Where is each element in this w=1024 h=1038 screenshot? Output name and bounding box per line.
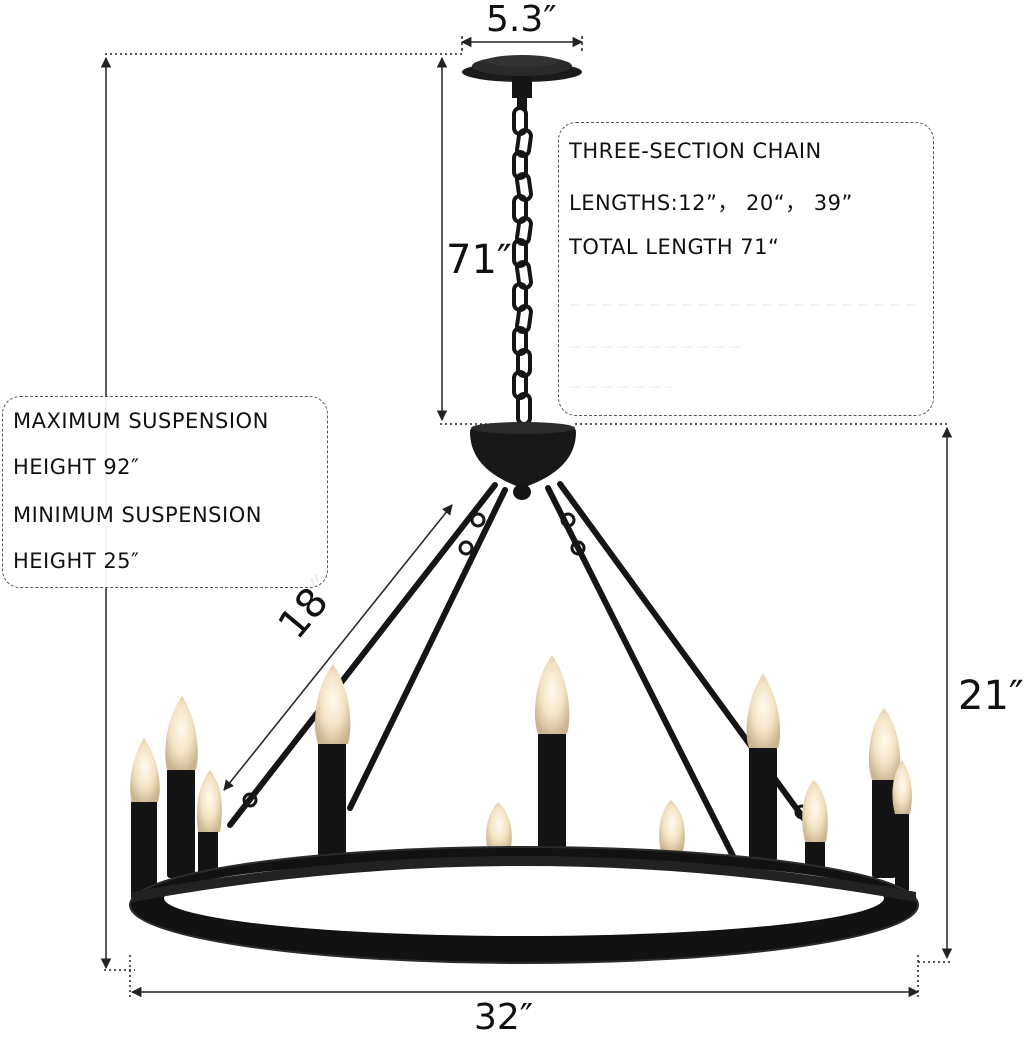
ring-diameter-label: 32″ xyxy=(474,997,534,1038)
suspension-info-line-4: HEIGHT 25″ xyxy=(13,549,140,573)
ceiling-canopy xyxy=(462,55,582,110)
candle-bulbs xyxy=(130,655,912,852)
chain-length-label: 71″ xyxy=(446,237,512,283)
fixture-height-label: 21″ xyxy=(958,673,1024,719)
suspension-info-line-3: MINIMUM SUSPENSION xyxy=(13,503,262,527)
chain-info-line-1: THREE-SECTION CHAIN xyxy=(569,139,822,163)
chain-info-box: THREE-SECTION CHAIN LENGTHS:12”， 20“， 39… xyxy=(558,122,934,416)
wagon-wheel-ring xyxy=(129,846,919,964)
canopy-width-label: 5.3″ xyxy=(486,0,557,40)
center-hub xyxy=(470,422,576,500)
chain-info-line-3: TOTAL LENGTH 71“ xyxy=(569,235,780,259)
hanging-chain xyxy=(512,106,533,426)
suspension-info-box: MAXIMUM SUSPENSION HEIGHT 92″ MINIMUM SU… xyxy=(2,396,328,588)
suspension-info-line-2: HEIGHT 92″ xyxy=(13,455,140,479)
suspension-info-line-1: MAXIMUM SUSPENSION xyxy=(13,409,269,433)
chain-info-line-2: LENGTHS:12”， 20“， 39” xyxy=(569,191,853,215)
